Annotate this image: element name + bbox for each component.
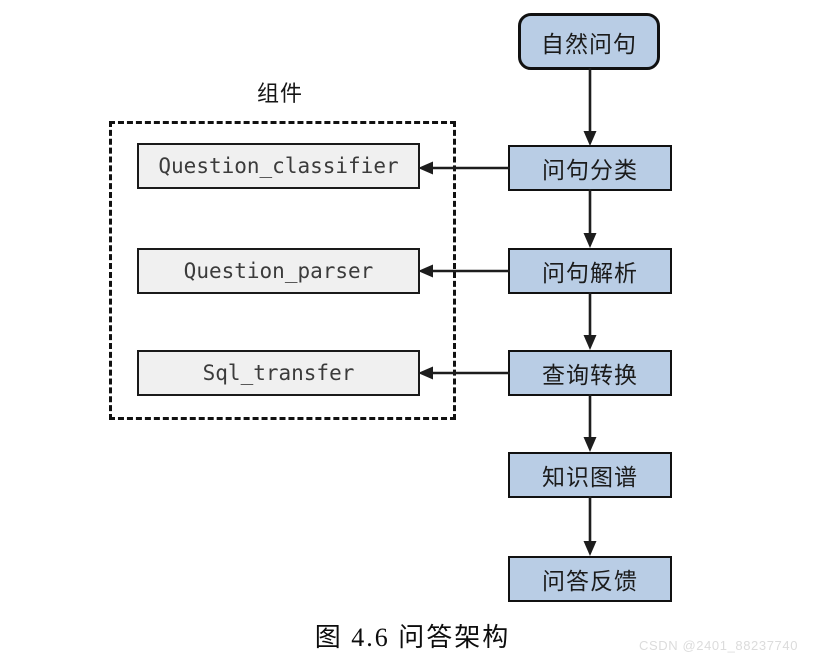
connector-classification-to-parsing — [583, 189, 597, 248]
pipeline-node-query-transform[interactable]: 查询转换 — [508, 350, 672, 396]
connector-natural-question-to-classification — [583, 68, 597, 146]
pipeline-node-natural-question[interactable]: 自然问句 — [518, 13, 660, 70]
connector-query-transform-to-knowledge-graph — [583, 394, 597, 452]
component-box-sql-transfer[interactable]: Sql_transfer — [137, 350, 420, 396]
pipeline-node-question-classification[interactable]: 问句分类 — [508, 145, 672, 191]
figure-caption: 图 4.6 问答架构 — [314, 623, 511, 652]
component-group-title: 组件 — [256, 81, 303, 106]
connector-classification-to-question-classifier — [418, 161, 510, 175]
csdn-watermark: CSDN @2401_88237740 — [639, 638, 799, 653]
pipeline-node-question-parsing[interactable]: 问句解析 — [508, 248, 672, 294]
connector-parsing-to-question-parser — [418, 264, 510, 278]
component-box-question-classifier[interactable]: Question_classifier — [137, 143, 420, 189]
connector-parsing-to-query-transform — [583, 292, 597, 350]
connector-query-transform-to-sql-transfer — [418, 366, 510, 380]
pipeline-node-answer-feedback[interactable]: 问答反馈 — [508, 556, 672, 602]
connector-knowledge-graph-to-answer-feedback — [583, 496, 597, 556]
component-box-question-parser[interactable]: Question_parser — [137, 248, 420, 294]
pipeline-node-knowledge-graph[interactable]: 知识图谱 — [508, 452, 672, 498]
